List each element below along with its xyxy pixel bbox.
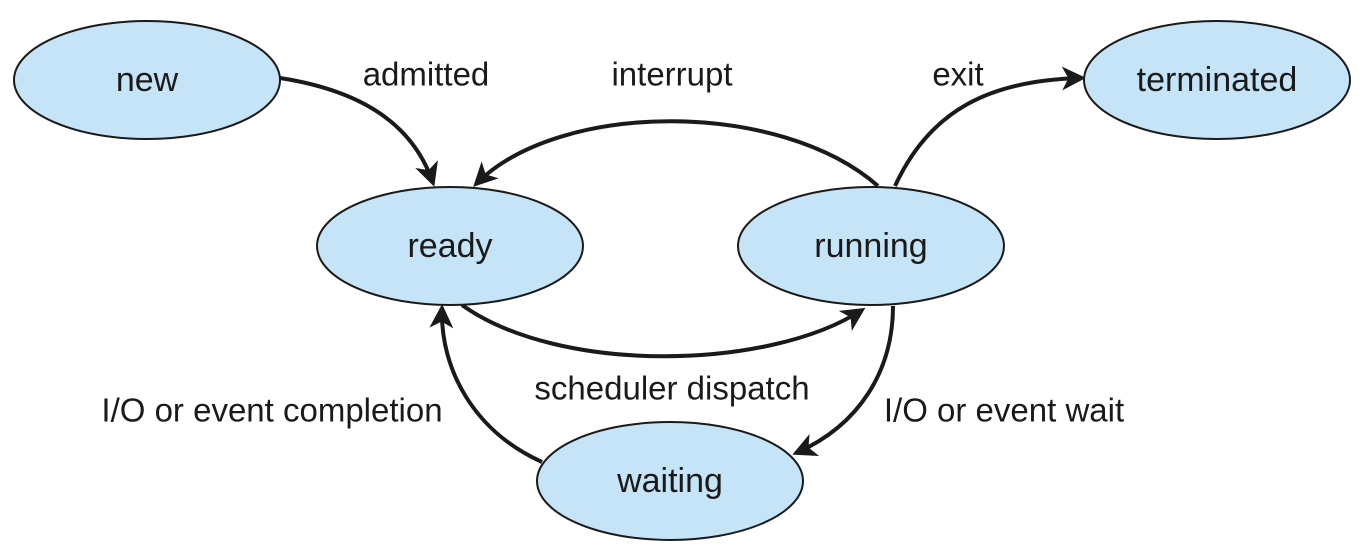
label-exit: exit: [932, 56, 983, 93]
edge-exit: [893, 66, 1086, 187]
state-waiting: waiting: [536, 421, 804, 541]
state-waiting-label: waiting: [616, 462, 723, 500]
edge-interrupt: [473, 119, 880, 188]
edge-admitted: [279, 76, 438, 187]
arrow-waiting-to-ready: [429, 304, 543, 464]
state-running-label: running: [814, 227, 927, 265]
label-admitted: admitted: [363, 56, 490, 93]
label-io-event-wait: I/O or event wait: [884, 392, 1124, 429]
state-new: new: [13, 20, 281, 140]
state-running: running: [737, 186, 1005, 306]
label-io-event-completion: I/O or event completion: [101, 392, 442, 429]
arrow-ready-to-running: [460, 303, 866, 359]
state-ready: ready: [316, 186, 584, 306]
arrow-running-to-ready: [473, 119, 880, 188]
state-ready-label: ready: [407, 227, 492, 265]
arrow-running-to-waiting: [792, 305, 895, 456]
arrow-new-to-ready: [279, 76, 438, 187]
edge-io-event-completion: [429, 304, 543, 464]
arrow-running-to-terminated: [893, 66, 1086, 187]
state-terminated-label: terminated: [1137, 61, 1298, 99]
edge-io-event-wait: [792, 305, 895, 456]
state-terminated: terminated: [1083, 20, 1351, 140]
label-interrupt: interrupt: [611, 56, 732, 93]
state-new-label: new: [116, 61, 179, 99]
edge-scheduler-dispatch: [460, 303, 866, 359]
label-scheduler-dispatch: scheduler dispatch: [534, 370, 809, 407]
